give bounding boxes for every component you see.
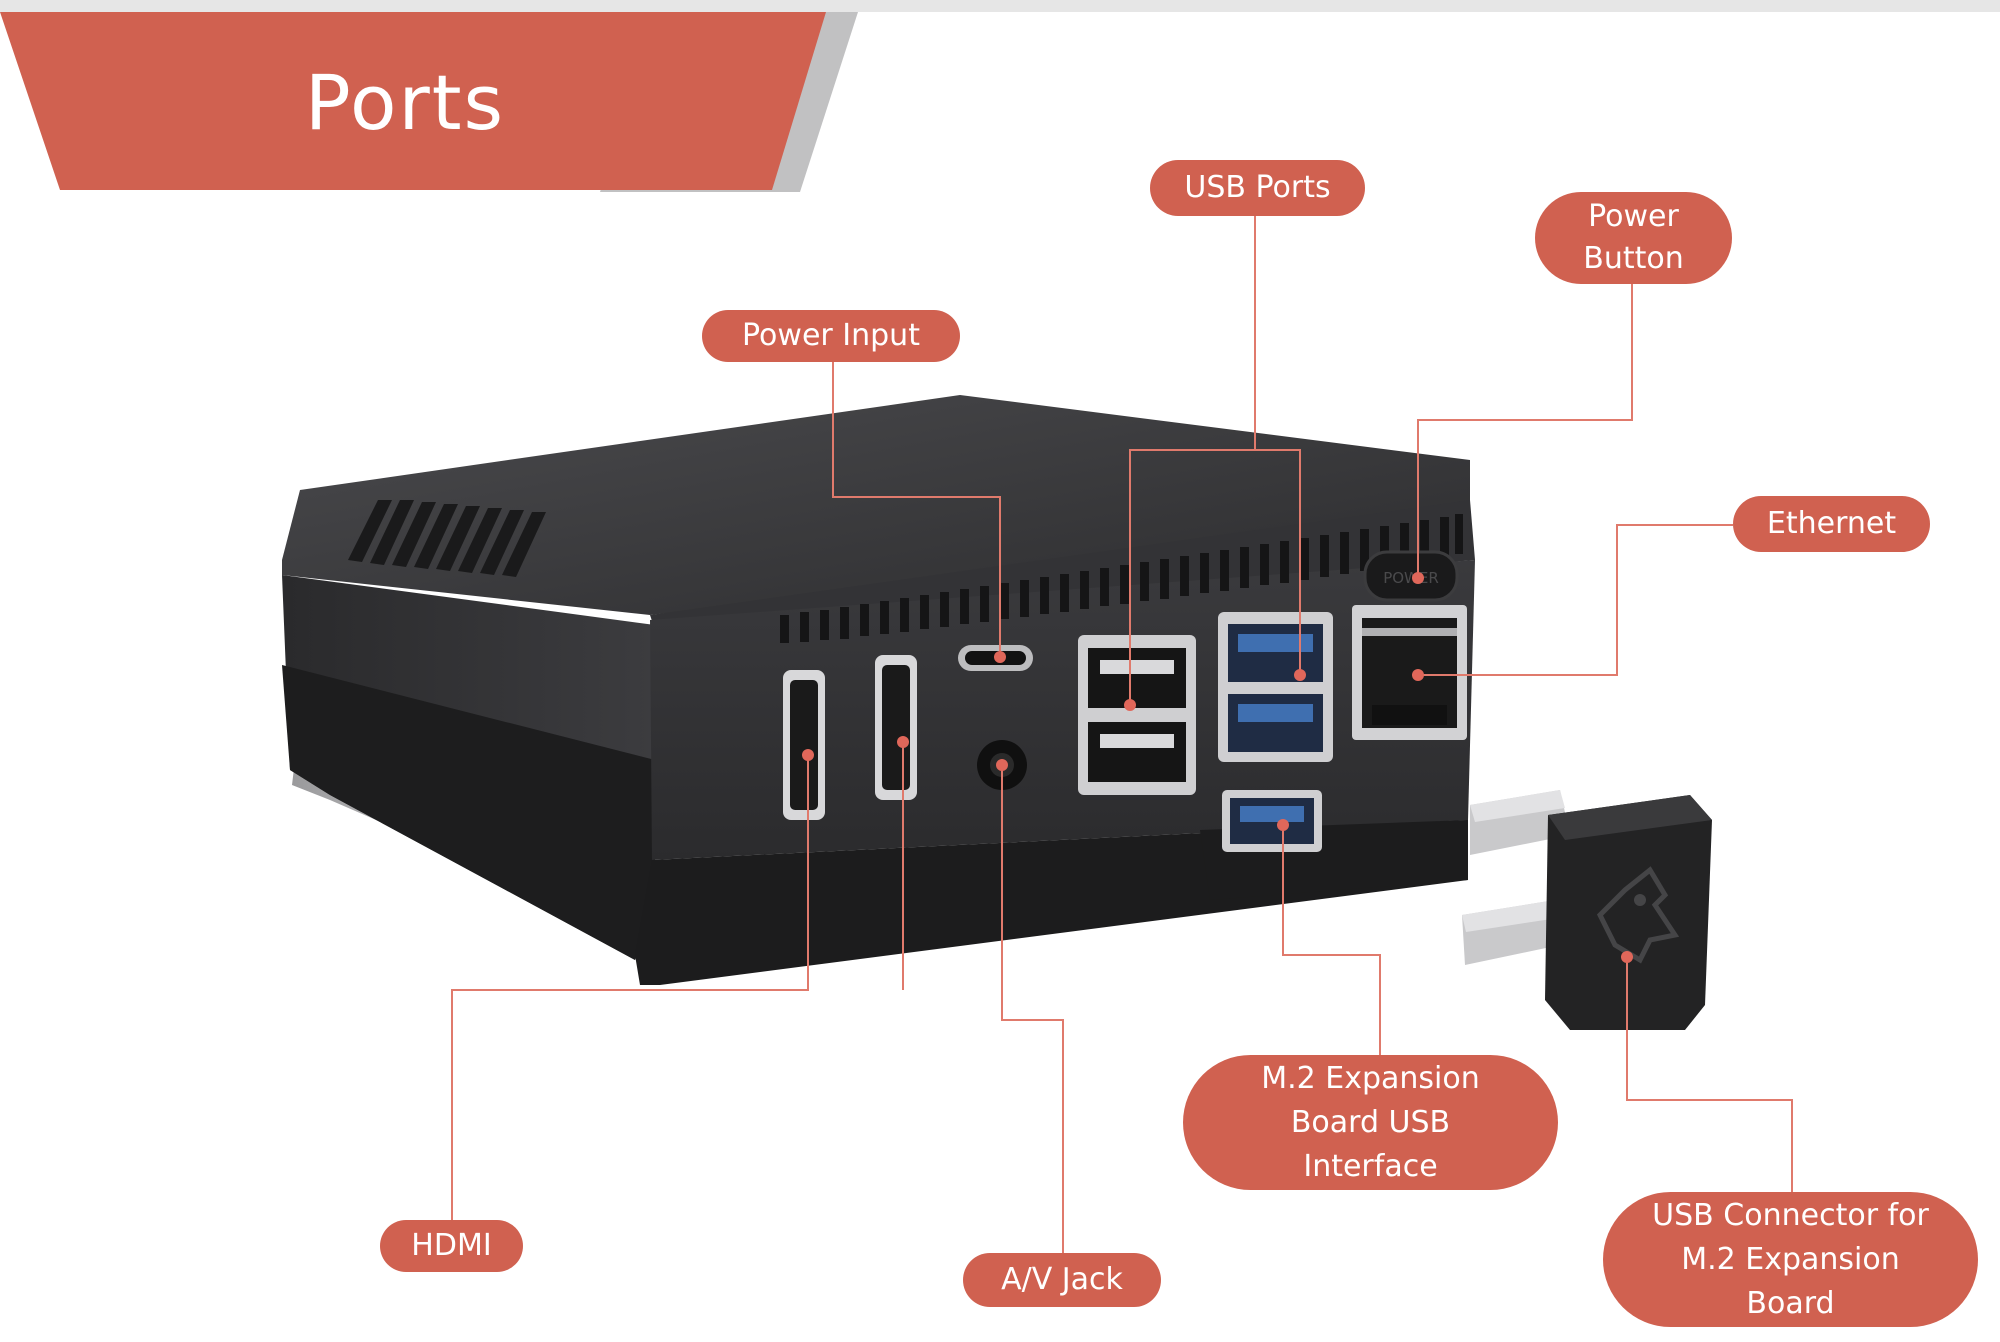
title-banner bbox=[0, 12, 858, 192]
m2-usb-port bbox=[1222, 790, 1322, 852]
svg-text:POWER: POWER bbox=[1383, 569, 1439, 587]
hdmi-port-1 bbox=[783, 670, 825, 820]
power-button: POWER bbox=[1363, 550, 1459, 602]
leader-lines bbox=[451, 210, 1793, 1255]
page-title: Ports bbox=[304, 57, 506, 147]
usb3-ports bbox=[1218, 612, 1333, 762]
usb2-ports bbox=[1078, 635, 1196, 795]
device-case bbox=[282, 395, 1475, 985]
callout-usb-connector: USB Connector for M.2 Expansion Board bbox=[1603, 1192, 1978, 1327]
top-divider bbox=[0, 0, 2000, 12]
usb-connector-accessory bbox=[1462, 790, 1712, 1030]
callout-power-input: Power Input bbox=[702, 310, 960, 362]
callout-usb-ports: USB Ports bbox=[1150, 160, 1365, 216]
callout-ethernet: Ethernet bbox=[1733, 496, 1930, 552]
ethernet-port bbox=[1352, 605, 1467, 740]
hdmi-port-2 bbox=[875, 655, 917, 800]
callout-power-button: Power Button bbox=[1535, 192, 1732, 284]
callout-m2-usb-interface: M.2 Expansion Board USB Interface bbox=[1183, 1055, 1558, 1190]
leader-dots bbox=[802, 572, 1633, 963]
callout-av-jack: A/V Jack bbox=[963, 1253, 1161, 1307]
callout-hdmi: HDMI bbox=[380, 1220, 523, 1272]
